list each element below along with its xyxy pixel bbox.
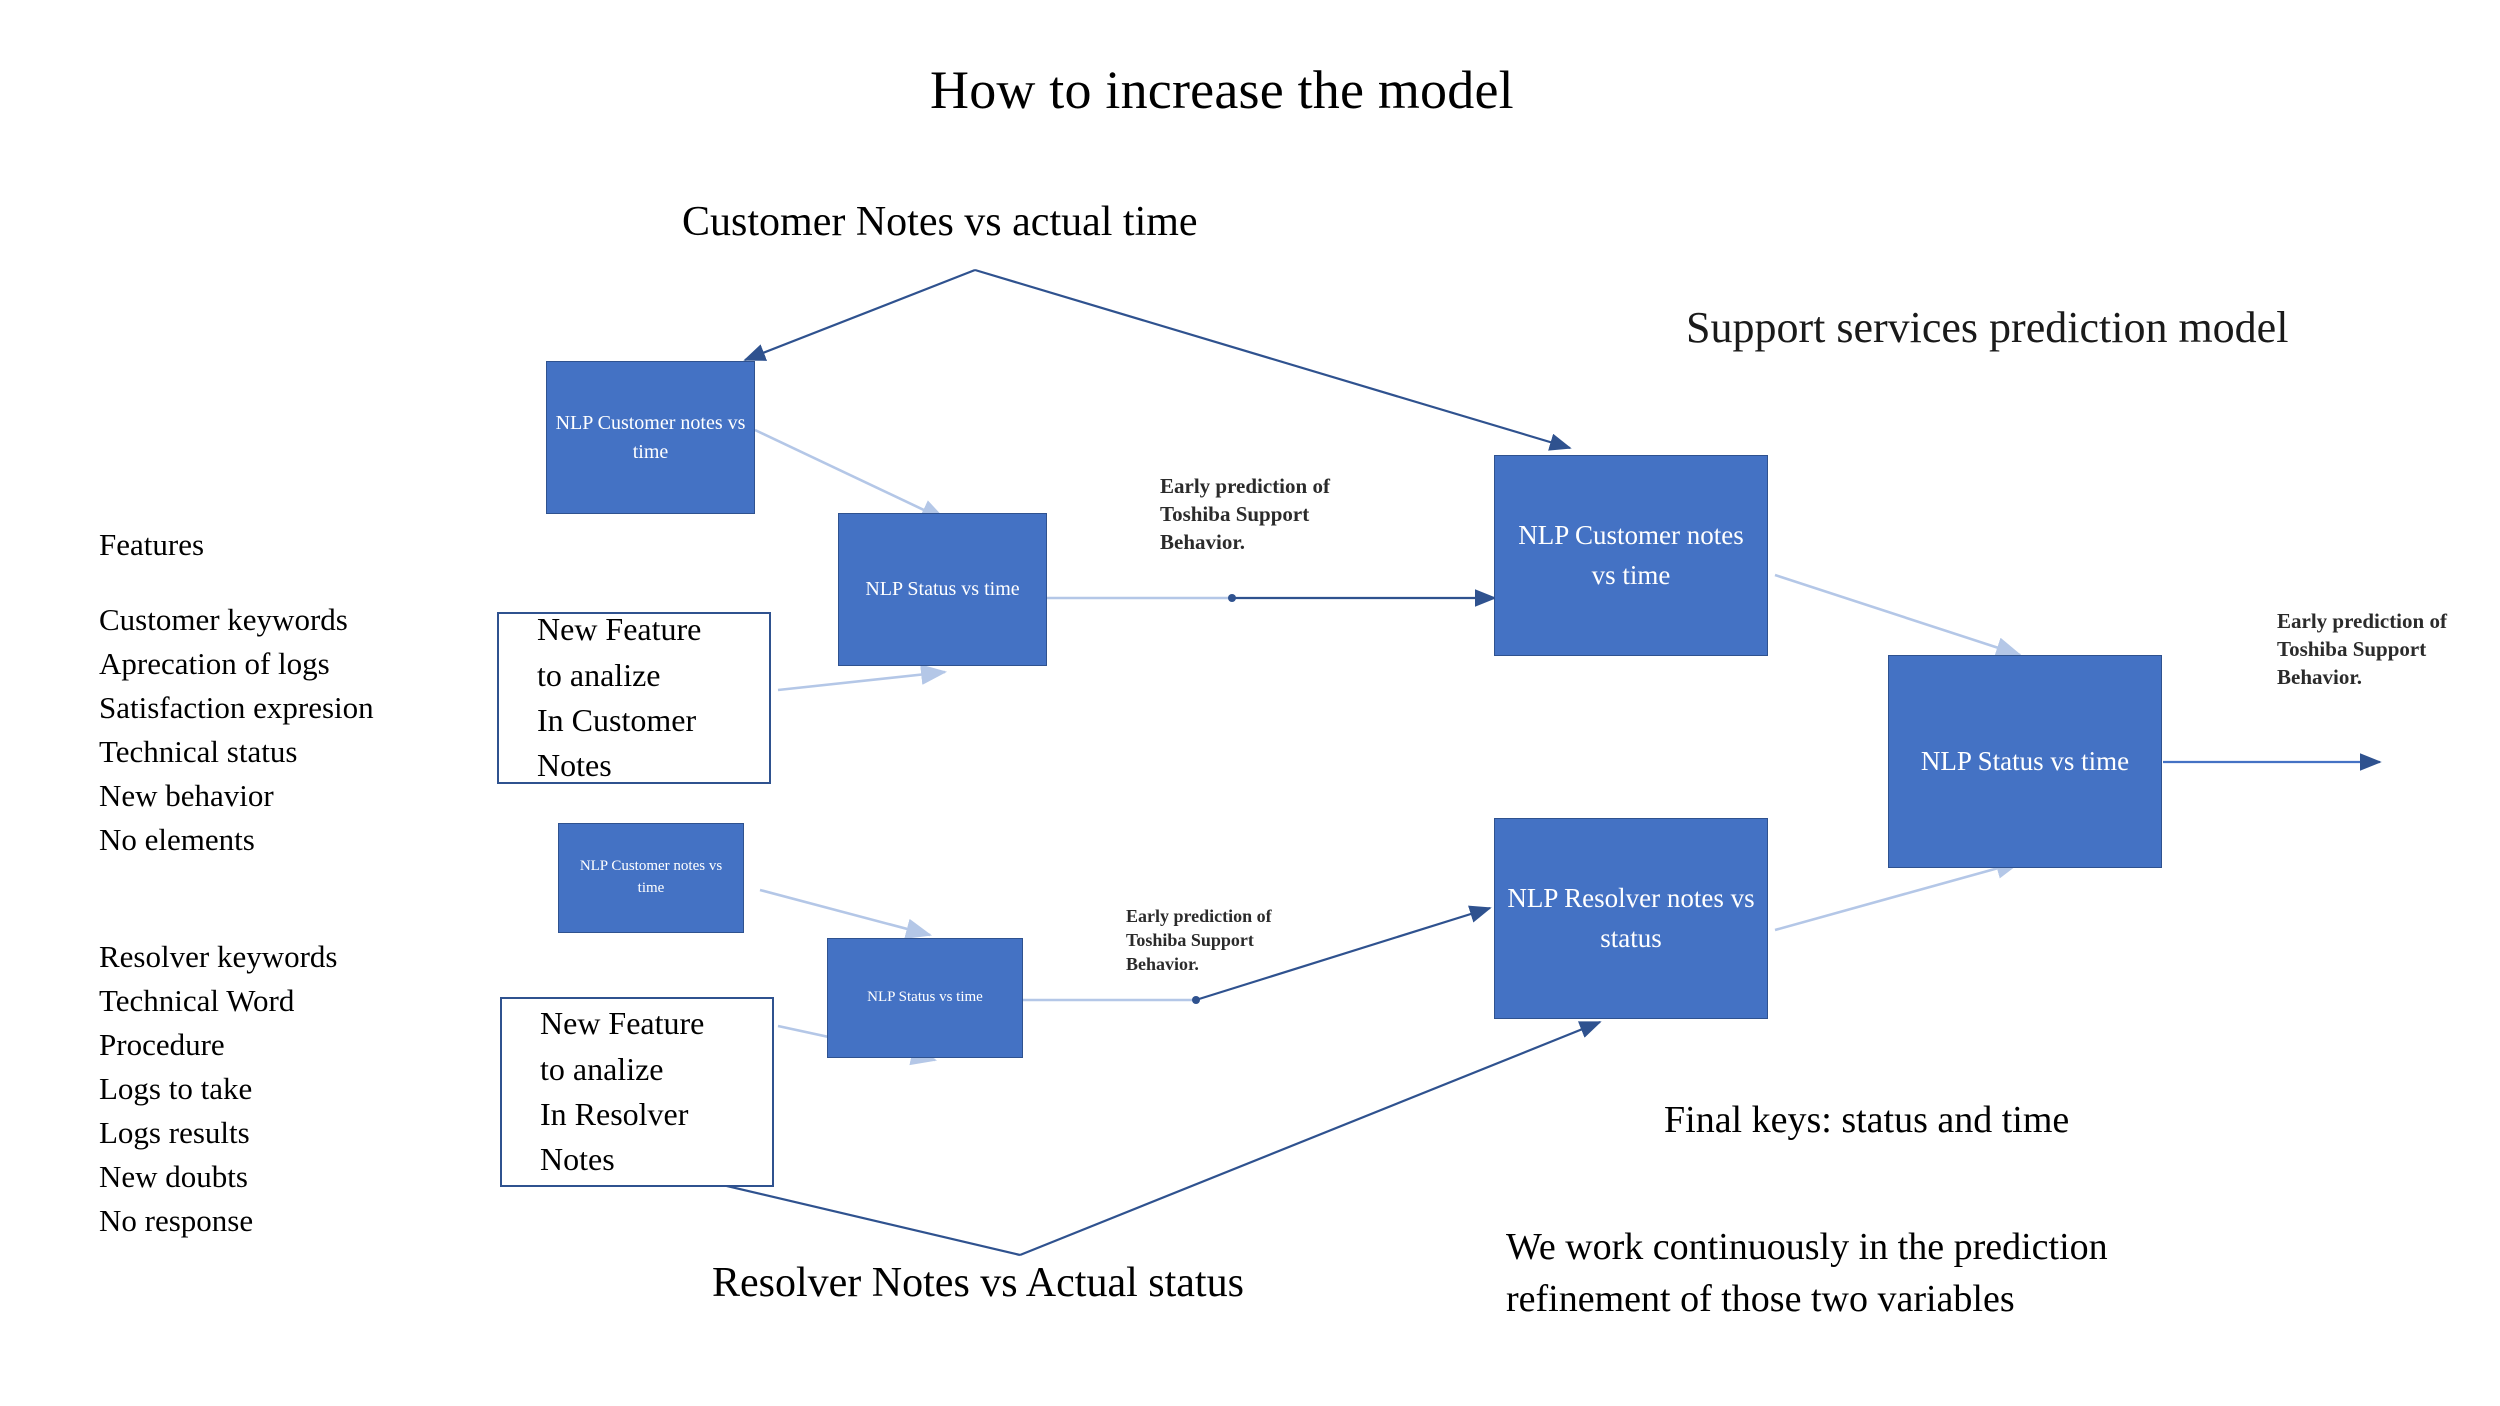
note-closing-line: We work continuously in the prediction — [1506, 1226, 2108, 1268]
feature-item: New behavior — [99, 778, 274, 814]
box-model-nlp-resolver-notes-vs-status[interactable]: NLP Resolver notes vs status — [1494, 818, 1768, 1019]
box-label: NLP Status vs time — [867, 989, 983, 1006]
note-box-new-feature-resolver[interactable]: New Feature to analize In Resolver Notes — [500, 997, 774, 1187]
note-box-new-feature-customer[interactable]: New Feature to analize In Customer Notes — [497, 611, 771, 784]
page-title: How to increase the model — [930, 60, 1514, 120]
box-label: NLP Customer notes vs time — [579, 858, 723, 896]
box-model-nlp-status-vs-time[interactable]: NLP Status vs time — [1888, 655, 2162, 868]
section-title-resolver-notes: Resolver Notes vs Actual status — [712, 1260, 1244, 1306]
annotation-line: Early prediction of — [1160, 474, 1330, 498]
note-line: In Resolver — [540, 1096, 689, 1132]
connector-status-to-model-customer — [1040, 589, 1497, 607]
annotation-line: Toshiba Support — [1126, 929, 1254, 950]
annotation-line: Behavior. — [2277, 664, 2362, 689]
note-closing: We work continuously in the prediction r… — [1506, 1221, 2108, 1326]
note-line: New Feature — [540, 1005, 705, 1042]
note-line: New Feature — [537, 611, 702, 648]
box-label: NLP Status vs time — [1920, 745, 2130, 776]
section-title-customer-notes: Customer Notes vs actual time — [682, 199, 1198, 245]
note-line: to analize — [537, 656, 661, 693]
feature-item: Satisfaction expresion — [99, 690, 374, 726]
annotation-early-prediction-right: Early prediction of Toshiba Support Beha… — [2277, 608, 2447, 692]
feature-item: Resolver keywords — [99, 939, 338, 974]
box-nlp-status-vs-time-1[interactable]: NLP Status vs time — [838, 513, 1047, 666]
feature-item: No elements — [99, 822, 255, 858]
note-final-keys: Final keys: status and time — [1664, 1099, 2070, 1141]
connector-left-notes2-to-status2 — [759, 888, 933, 939]
connector-resolver-notes-branch — [679, 1020, 1602, 1257]
box-label: NLP Status vs time — [865, 578, 1020, 600]
feature-item: Logs to take — [99, 1071, 253, 1107]
features-resolver-group: Resolver keywords Technical Word Procedu… — [99, 935, 337, 1243]
note-line: In Customer — [537, 702, 697, 738]
feature-item: Technical Word — [99, 983, 295, 1019]
box-label: NLP Resolver notes vs status — [1507, 883, 1755, 953]
note-line: to analize — [540, 1050, 664, 1087]
annotation-line: Early prediction of — [2277, 609, 2447, 633]
section-title-support-model: Support services prediction model — [1686, 303, 2289, 352]
feature-item: New doubts — [99, 1159, 248, 1195]
annotation-line: Behavior. — [1126, 953, 1199, 974]
feature-item: Customer keywords — [99, 602, 348, 637]
box-nlp-status-vs-time-2[interactable]: NLP Status vs time — [827, 938, 1023, 1058]
box-label: NLP Customer notes vs time — [555, 411, 746, 463]
feature-item: Logs results — [99, 1115, 250, 1151]
annotation-line: Early prediction of — [1126, 906, 1272, 926]
box-nlp-customer-notes-vs-time-1[interactable]: NLP Customer notes vs time — [546, 361, 755, 514]
features-panel: Features — [99, 523, 204, 567]
feature-item: Aprecation of logs — [99, 646, 330, 682]
note-line: Notes — [540, 1141, 615, 1178]
box-model-nlp-customer-notes-vs-time[interactable]: NLP Customer notes vs time — [1494, 455, 1768, 656]
feature-item: Technical status — [99, 734, 298, 770]
annotation-line: Toshiba Support — [1160, 501, 1310, 526]
note-line: Notes — [537, 747, 612, 784]
features-heading: Features — [99, 527, 205, 562]
connector-customer-notes-branch — [743, 268, 1572, 451]
box-label: NLP Customer notes vs time — [1518, 520, 1744, 590]
box-nlp-customer-notes-vs-time-2[interactable]: NLP Customer notes vs time — [558, 823, 744, 933]
connector-model-customer-to-status — [1774, 573, 2022, 658]
connector-left-notes-to-status — [754, 428, 947, 522]
annotation-early-prediction-bottom: Early prediction of Toshiba Support Beha… — [1126, 905, 1272, 977]
annotation-line: Behavior. — [1160, 529, 1245, 554]
annotation-line: Toshiba Support — [2277, 636, 2427, 661]
connector-newfeature-to-status — [777, 664, 948, 692]
connector-model-resolver-to-status — [1774, 858, 2023, 932]
features-customer-group: Customer keywords Aprecation of logs Sat… — [99, 598, 374, 862]
annotation-early-prediction-top: Early prediction of Toshiba Support Beha… — [1160, 473, 1330, 557]
note-closing-line: refinement of those two variables — [1506, 1278, 2015, 1321]
feature-item: No response — [99, 1203, 254, 1239]
feature-item: Procedure — [99, 1027, 225, 1063]
